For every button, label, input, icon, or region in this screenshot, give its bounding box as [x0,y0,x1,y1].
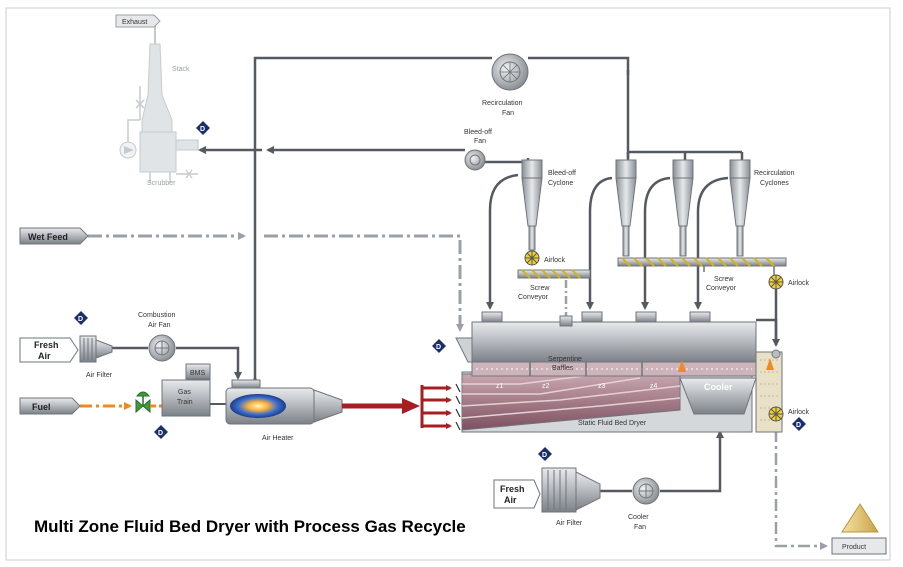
fuel-label: Fuel [32,402,51,412]
dryer-hood [471,321,757,363]
gas-train-label-2: Train [177,399,193,406]
exhaust-label: Exhaust [122,19,147,26]
exhaust-tag: Exhaust [115,14,161,28]
product-line [774,430,828,550]
serpentine-label-1: Serpentine [548,356,582,363]
cooler-fan [632,477,660,505]
zone-3-label: z3 [598,383,606,390]
recirc-fan-label-2: Fan [502,110,514,117]
recirc-cyclone-2 [672,159,694,257]
fresh-air-cooler: Fresh Air Air Filter [493,467,601,527]
recirc-cyclones-label-2: Cyclones [760,180,789,187]
recirc-return-pipe [253,56,492,385]
fresh-air-cooler-label-1: Fresh [500,484,525,494]
stack-label: Stack [172,66,190,73]
diagram-frame [5,7,891,561]
cooler-section [679,377,757,415]
bms-label: BMS [190,370,206,377]
cooler-fan-label-2: Fan [634,524,646,531]
recirc-cyclone-1 [615,159,637,257]
product-label: Product [842,544,866,551]
recirculation-fan [491,53,529,91]
cooler-label: Cooler [704,382,733,392]
scrubber-unit [119,22,199,182]
serpentine-label-2: Baffles [552,365,574,372]
fresh-air-label-1: Fresh [34,340,59,350]
cooler-air-pipe [660,430,724,493]
recirc-cyclones-label-1: Recirculation [754,170,795,177]
bleed-off-cyclone [521,159,543,251]
combustion-fan: Combustion Air Fan [138,312,176,362]
recirc-cyclone-3 [729,159,751,257]
d-marker-label: D [78,316,83,323]
air-filter-1-label: Air Filter [86,372,113,379]
wet-feed-tag: Wet Feed [19,227,89,245]
zone-4-label: z4 [650,383,658,390]
d-marker-fresh-air: D [74,311,88,325]
wet-feed-label: Wet Feed [28,232,68,242]
airlock-bleed-label: Airlock [544,257,566,264]
scrubber-vessel [139,131,177,173]
screw-conveyor-recirc [617,257,787,275]
fresh-air-combustion: Fresh Air Air Filter [19,335,113,379]
fuel-tag: Fuel [19,397,81,415]
d-marker-product: D [792,417,806,431]
screw-recirc-label-2: Conveyor [706,285,737,292]
product-pile: Product [831,503,887,555]
static-bed-label: Static Fluid Bed Dryer [578,420,647,427]
fresh-air-cooler-label-2: Air [504,495,517,505]
screw-conveyor-bleed [517,269,591,279]
d-marker-label: D [436,344,441,351]
d-marker-label: D [542,452,547,459]
zone-1-label: z1 [496,383,504,390]
airlock-bleed [524,250,540,266]
airlock-product [768,406,784,422]
bleed-cyclone-label-2: Cyclone [548,180,573,187]
hot-gas-feeders [420,385,452,429]
d-marker-scrubber: D [196,121,210,135]
airlock-product-label: Airlock [788,409,810,416]
airlock-recirc [768,274,784,290]
air-filter-2 [541,467,577,513]
air-heater-label: Air Heater [262,435,294,442]
screw-bleed-label-2: Conveyor [518,294,549,301]
d-marker-fuel: D [154,425,168,439]
d-marker-cooler-air: D [538,447,552,461]
airlock-recirc-label: Airlock [788,280,810,287]
combustion-air-pipe [176,346,242,380]
bleed-fan-label-1: Bleed-off [464,129,492,136]
recirc-fan-label-1: Recirculation [482,100,523,107]
screw-bleed-label-1: Screw [530,285,550,292]
gas-train: Gas Train BMS [161,363,211,417]
combustion-fan-label-2: Air Fan [148,322,171,329]
bleed-off-fan [464,149,486,171]
fluid-bed-dryer [455,311,783,433]
zone-2-label: z2 [542,383,550,390]
air-filter-2-label: Air Filter [556,520,583,527]
gas-train-label-1: Gas [178,389,191,396]
material-lines [80,232,828,550]
combustion-fan-label-1: Combustion [138,312,175,319]
scrubber-label: Scrubber [147,180,176,187]
bleed-fan-label-2: Fan [474,138,486,145]
fresh-air-label-2: Air [38,351,51,361]
screw-recirc-label-1: Screw [714,276,734,283]
feeder-dampers [455,383,461,431]
d-marker-label: D [200,126,205,133]
fuel-valve [135,391,151,414]
d-markers: D D D D D D [74,121,806,461]
bleed-cyclone-label-1: Bleed-off [548,170,576,177]
air-heater: Air Heater [225,379,343,442]
d-marker-label: D [796,422,801,429]
d-marker-label: D [158,430,163,437]
diagram-title: Multi Zone Fluid Bed Dryer with Process … [34,517,466,536]
d-marker-dryer-inlet: D [432,339,446,353]
cooler-fan-label-1: Cooler [628,514,649,521]
